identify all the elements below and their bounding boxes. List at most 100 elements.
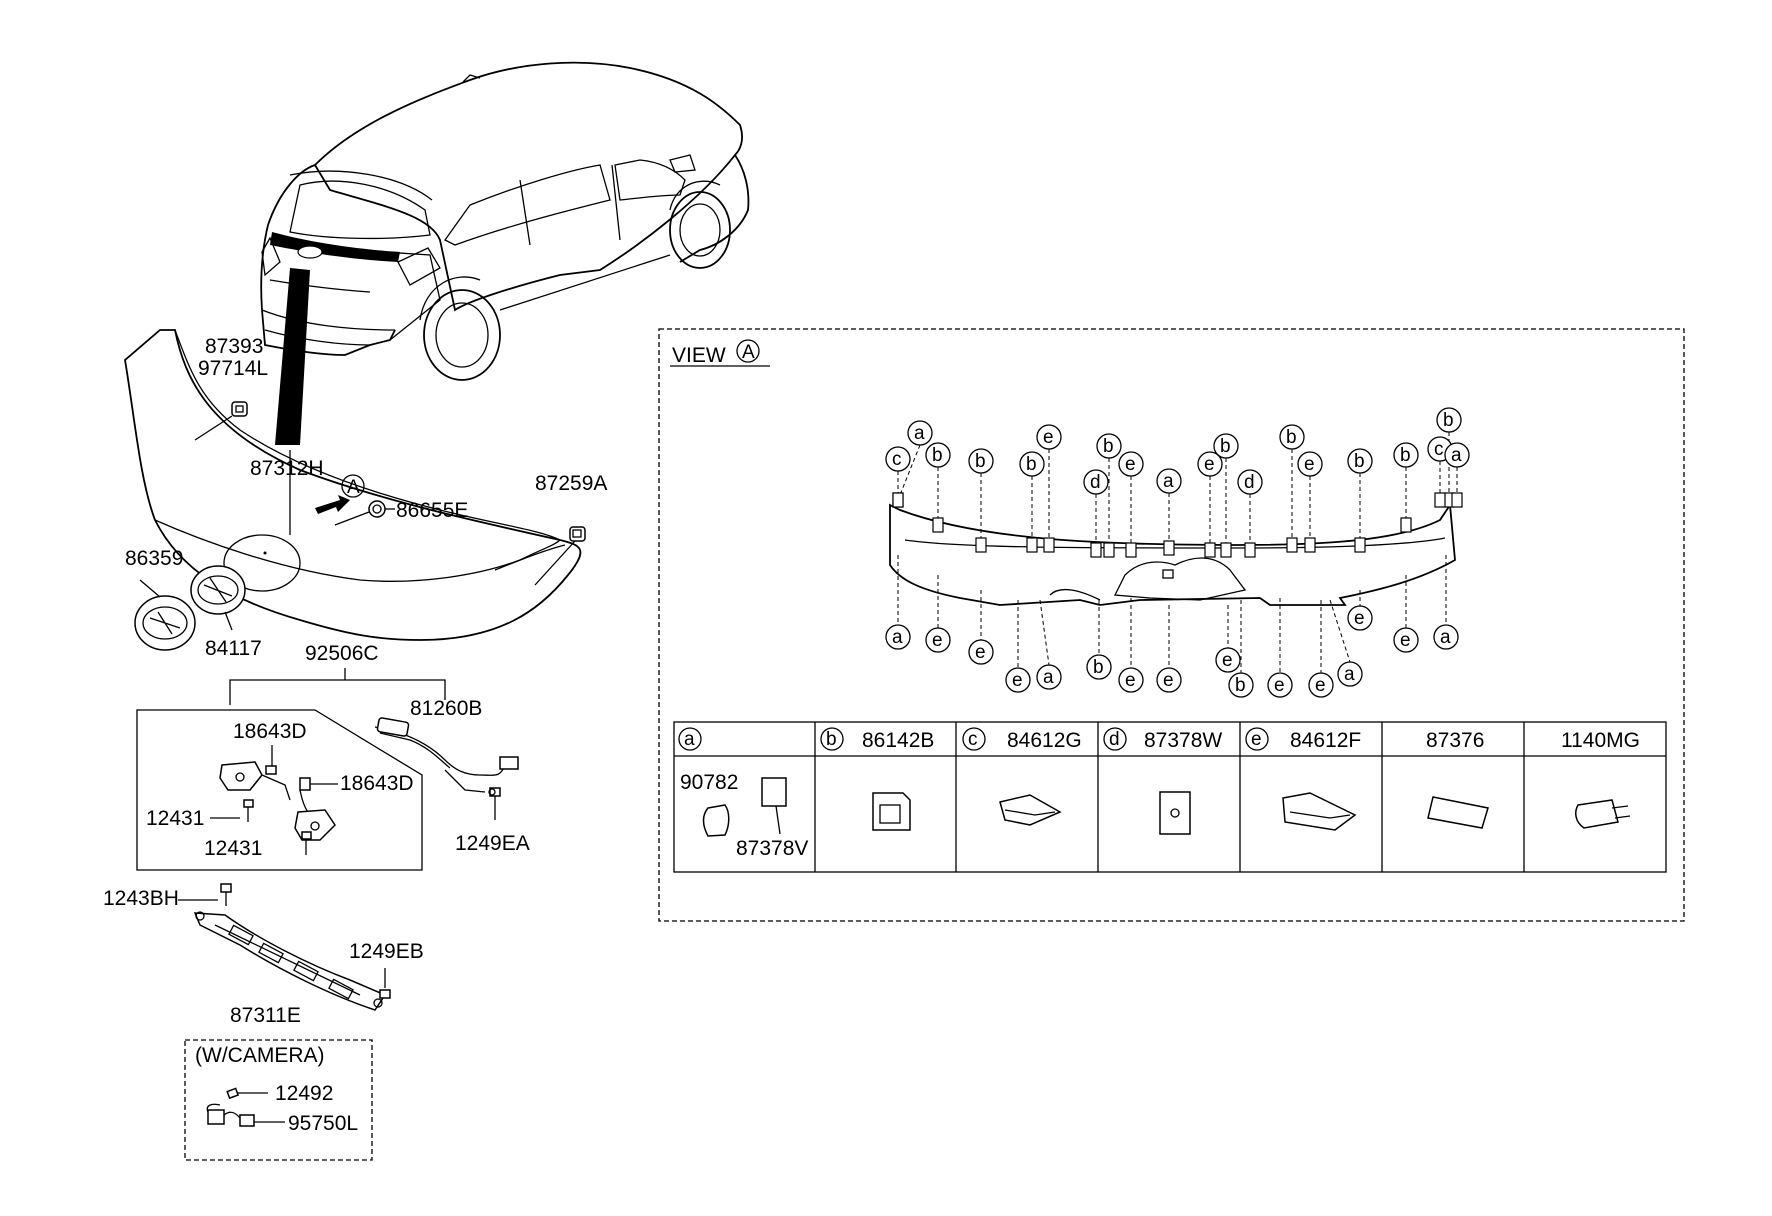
- top-callout-18-clip: [1434, 492, 1446, 508]
- top-callout-4-circle: [1036, 424, 1062, 450]
- legend-code-e: e: [1251, 729, 1262, 750]
- top-callout-8-circle: [1118, 451, 1144, 477]
- top-callout-4-clip: [1043, 537, 1055, 553]
- label-86359: 86359: [125, 547, 183, 570]
- top-callout-17-label: b: [1443, 410, 1454, 431]
- bottom-callout-8-label: e: [1222, 650, 1233, 671]
- legend-table: a 90782 87378V b 86142B c 84612G d 87378…: [673, 721, 1667, 873]
- bottom-callout-11-label: e: [1315, 675, 1326, 696]
- top-callout-6-label: d: [1090, 472, 1101, 493]
- label-86655E: 86655E: [396, 499, 468, 522]
- bottom-callout-0-label: a: [892, 627, 903, 648]
- top-callout-6-circle: [1083, 469, 1109, 495]
- top-callout-1-circle: [885, 446, 911, 472]
- view-title: VIEW: [672, 344, 726, 367]
- bottom-callout-1-label: e: [932, 630, 943, 651]
- view-ref: A: [742, 342, 755, 363]
- label-81260B: 81260B: [410, 697, 482, 720]
- top-callout-19-circle: [1444, 442, 1470, 468]
- bottom-callout-5-circle: [1086, 654, 1112, 680]
- label-12431-b: 12431: [204, 837, 262, 860]
- top-callout-0-leader: [897, 444, 921, 501]
- bottom-callout-14-circle: [1393, 627, 1419, 653]
- clip-87259A: [534, 526, 586, 586]
- bottom-callout-12-leader: [1329, 599, 1351, 663]
- top-callout-5-clip: [1026, 537, 1038, 553]
- top-callout-17-circle: [1436, 407, 1462, 433]
- top-callout-14-label: e: [1304, 454, 1315, 475]
- top-callout-9-circle: [1156, 468, 1182, 494]
- top-callout-2-circle: [925, 442, 951, 468]
- lamp-right: [294, 809, 336, 841]
- screw-12431-a: [210, 799, 254, 822]
- legend-part-86142B: 86142B: [862, 729, 934, 752]
- top-callout-16-label: b: [1400, 445, 1411, 466]
- top-callout-12-clip: [1244, 542, 1256, 558]
- label-87393: 87393: [205, 335, 263, 358]
- screw-1249EB: [379, 968, 391, 999]
- top-callout-12-circle: [1237, 469, 1263, 495]
- top-callout-3-clip: [975, 537, 987, 553]
- bottom-callout-7-label: e: [1163, 670, 1174, 691]
- label-87311E: 87311E: [230, 1004, 301, 1027]
- label-84117: 84117: [205, 637, 262, 660]
- clip-86142B-icon: [872, 792, 911, 831]
- clip-87393: [194, 401, 248, 441]
- bottom-callout-9-circle: [1228, 672, 1254, 698]
- top-callout-10-circle: [1197, 451, 1223, 477]
- top-callout-7-label: b: [1103, 436, 1114, 457]
- label-97714L: 97714L: [198, 357, 268, 380]
- top-callout-15-label: b: [1354, 451, 1365, 472]
- emblem-84117: [190, 565, 246, 631]
- top-callout-15-circle: [1347, 448, 1373, 474]
- top-callout-11-circle: [1213, 433, 1239, 459]
- bottom-callout-10-circle: [1267, 672, 1293, 698]
- top-callout-13-clip: [1286, 537, 1298, 553]
- legend-code-a: a: [684, 729, 695, 750]
- top-callout-7-clip: [1103, 542, 1115, 558]
- top-callout-15-clip: [1354, 537, 1366, 553]
- bottom-callout-2-circle: [968, 639, 994, 665]
- bottom-callout-1-circle: [925, 627, 951, 653]
- bottom-callout-12-label: a: [1344, 664, 1355, 685]
- top-callout-9-clip: [1163, 540, 1175, 556]
- bottom-callout-4-label: a: [1043, 667, 1054, 688]
- top-callout-0-circle: [907, 420, 933, 446]
- bulb-18643D-b: [299, 777, 338, 813]
- screw-1249EA: [488, 787, 501, 820]
- bottom-callout-11-circle: [1308, 672, 1334, 698]
- top-callout-1-label: c: [892, 449, 902, 470]
- bottom-callout-13-label: e: [1354, 608, 1365, 629]
- top-callout-18-label: c: [1434, 439, 1444, 460]
- top-callout-3-circle: [968, 448, 994, 474]
- label-1243BH: 1243BH: [103, 887, 179, 910]
- lamp-left: [219, 761, 291, 801]
- clip-90782-icon: [702, 804, 730, 837]
- top-callout-0-label: a: [914, 423, 925, 444]
- label-18643D-b: 18643D: [340, 772, 414, 795]
- label-87312H: 87312H: [250, 457, 324, 480]
- bottom-callout-4-circle: [1036, 664, 1062, 690]
- top-callout-16-circle: [1393, 442, 1419, 468]
- view-a-panel: [658, 328, 1685, 922]
- bottom-callout-4-leader: [1039, 599, 1050, 666]
- bottom-callout-6-circle: [1118, 667, 1144, 693]
- legend-code-b: b: [826, 729, 837, 750]
- top-callout-7-circle: [1096, 433, 1122, 459]
- bottom-callout-12-circle: [1337, 661, 1363, 687]
- label-18643D-a: 18643D: [233, 720, 307, 743]
- top-callout-2-clip: [932, 517, 944, 533]
- top-callout-12-label: d: [1244, 472, 1255, 493]
- camera-option-box: [184, 1039, 373, 1161]
- label-95750L: 95750L: [288, 1112, 358, 1135]
- emblem-86359: [134, 579, 196, 651]
- label-87259A: 87259A: [535, 472, 607, 495]
- label-12492: 12492: [275, 1082, 333, 1105]
- legend-code-c: c: [968, 729, 978, 750]
- top-callout-13-label: b: [1286, 427, 1297, 448]
- screw-12431-b: [301, 831, 312, 855]
- camera-title: (W/CAMERA): [195, 1044, 325, 1067]
- callout-a-marker: A: [347, 477, 360, 498]
